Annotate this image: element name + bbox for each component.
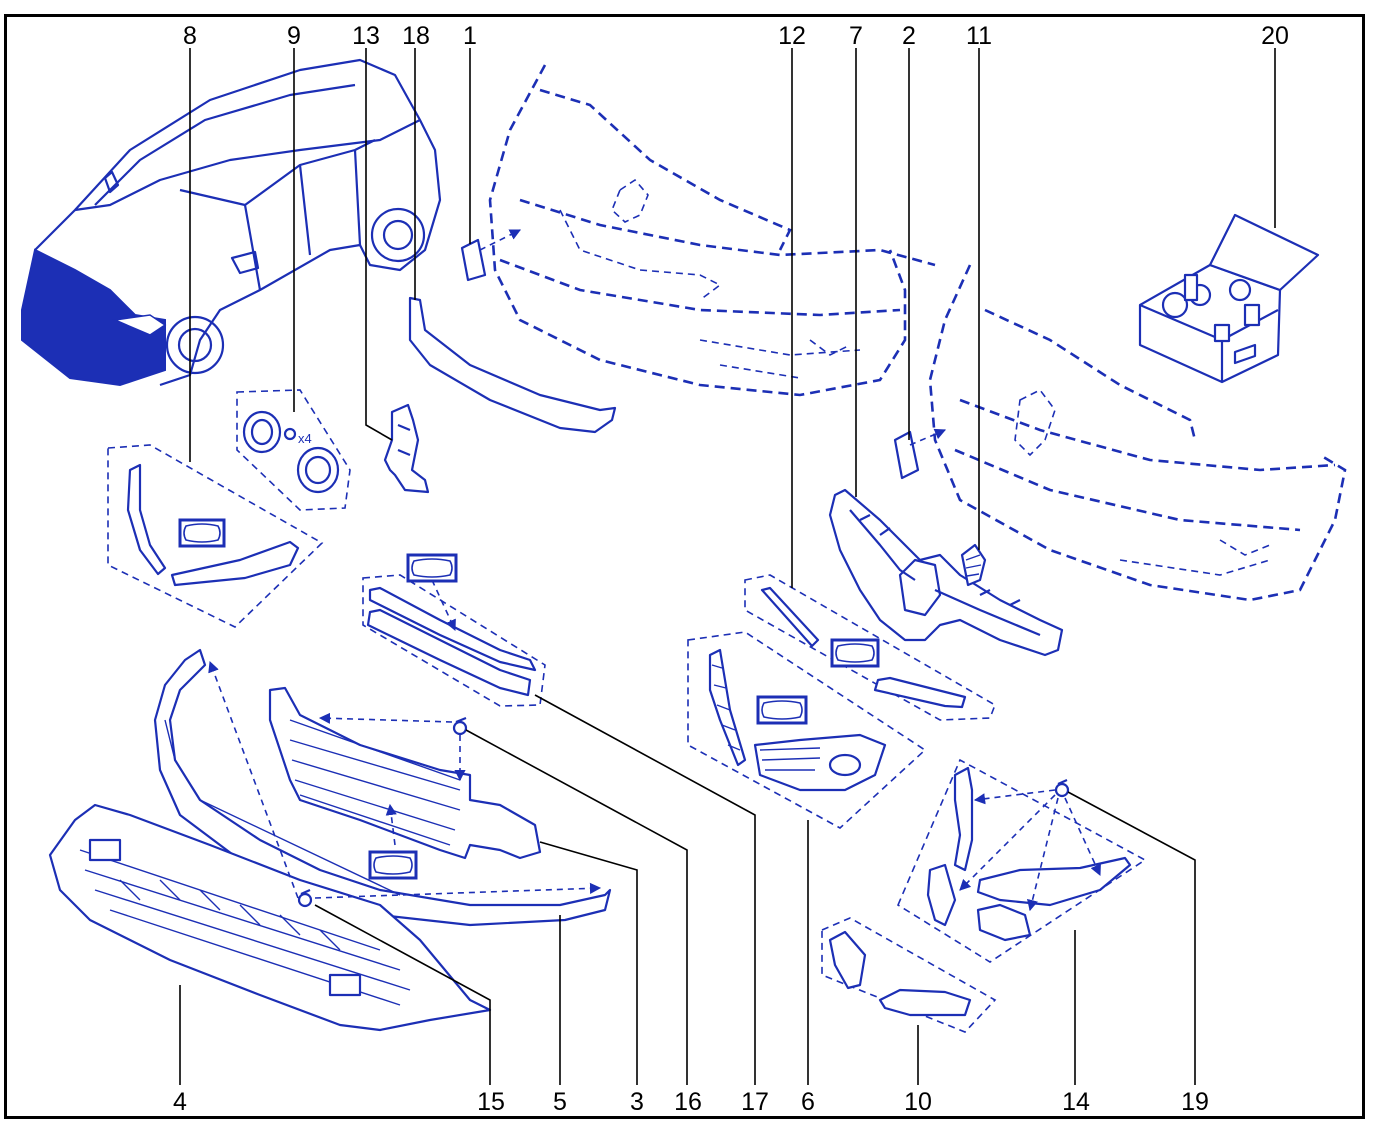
label-tag-3 <box>368 850 418 880</box>
part-12-trim-strips <box>744 574 996 721</box>
callout-16: 16 <box>674 1088 702 1116</box>
callout-2: 2 <box>902 22 916 50</box>
callout-7: 7 <box>849 22 863 50</box>
callout-15: 15 <box>477 1088 505 1116</box>
part-1-clip <box>460 238 487 282</box>
part-20-fastener-kit <box>1138 213 1320 384</box>
callout-6: 6 <box>801 1088 815 1116</box>
callout-1: 1 <box>463 22 477 50</box>
part-9-fog-lamps <box>236 389 351 511</box>
part-2-clip <box>893 430 920 480</box>
callout-10: 10 <box>904 1088 932 1116</box>
callout-8: 8 <box>183 22 197 50</box>
callout-18: 18 <box>402 22 430 50</box>
part-6-fog-lamp-bezels <box>687 631 927 829</box>
callout-12: 12 <box>778 22 806 50</box>
callout-20: 20 <box>1261 22 1289 50</box>
callout-9: 9 <box>287 22 301 50</box>
quantity-mark: x4 <box>298 431 312 446</box>
front-end-assembly-lower <box>928 264 1347 602</box>
callout-14: 14 <box>1062 1088 1090 1116</box>
part-13-bracket <box>383 403 430 494</box>
part-4-undertray <box>48 803 492 1032</box>
part-7-main-grille <box>828 488 1064 657</box>
diagram-frame <box>4 14 1365 1119</box>
screw-15 <box>297 888 313 908</box>
part-10-corner-covers <box>821 917 997 1033</box>
part-5-lower-trim <box>153 648 612 927</box>
part-11-grille-insert <box>960 543 987 587</box>
callout-17: 17 <box>741 1088 769 1116</box>
front-end-assembly-upper <box>488 64 936 397</box>
leader-lines <box>179 48 1276 1085</box>
callout-3: 3 <box>630 1088 644 1116</box>
callout-19: 19 <box>1181 1088 1209 1116</box>
callout-4: 4 <box>173 1088 187 1116</box>
screw-19 <box>1054 778 1070 798</box>
part-18-upper-trim-strip <box>408 296 617 434</box>
part-3-lower-grille <box>268 686 542 860</box>
part-17-grille-strips <box>362 574 546 707</box>
callout-5: 5 <box>553 1088 567 1116</box>
label-tag-12 <box>830 638 880 668</box>
screw-16 <box>452 716 468 736</box>
assembly-arrows <box>208 579 1101 912</box>
part-14-mounting-brackets <box>896 758 1147 963</box>
part-8-side-trims <box>107 444 324 628</box>
callout-13: 13 <box>352 22 380 50</box>
label-tag-6 <box>756 695 808 725</box>
label-tag-17 <box>406 553 458 583</box>
label-tag-8 <box>178 518 226 548</box>
callout-11: 11 <box>966 22 992 50</box>
vehicle-illustration <box>21 58 442 387</box>
